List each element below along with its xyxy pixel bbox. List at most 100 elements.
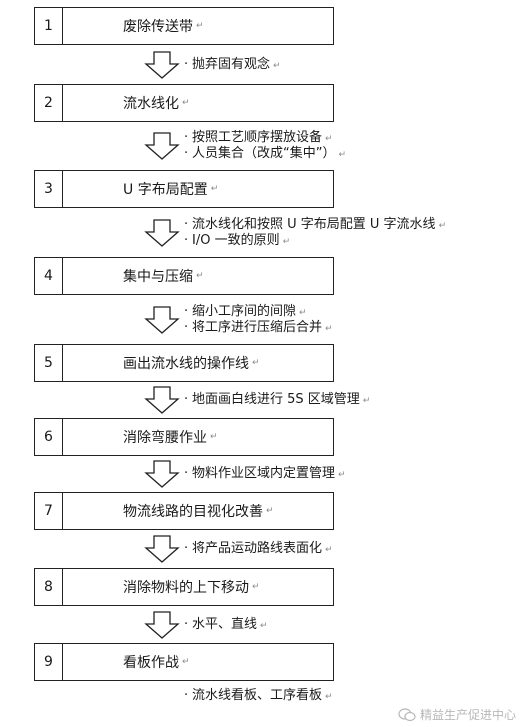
step-note: ·将工序进行压缩后合并↵ [184, 320, 333, 337]
step-note-text: 地面画白线进行 5S 区域管理 [192, 392, 360, 407]
step-number: 8 [35, 569, 63, 605]
step-box-9: 9 看板作战↵ [34, 643, 334, 681]
step-title: 废除传送带↵ [123, 8, 204, 44]
paragraph-mark: ↵ [252, 358, 260, 368]
step-number: 4 [35, 258, 63, 294]
down-arrow-icon [144, 460, 180, 488]
step-title: 物流线路的目视化改善↵ [123, 493, 274, 529]
bullet-dot: · [184, 232, 189, 248]
step-note: ·物料作业区域内定置管理↵ [184, 466, 346, 483]
bullet-dot: · [184, 616, 189, 632]
paragraph-mark: ↵ [210, 432, 218, 442]
step-note-text: I/O 一致的原则 [192, 232, 280, 248]
paragraph-mark: ↵ [299, 307, 307, 318]
step-title-text: 消除物料的上下移动 [123, 580, 249, 596]
step-note-text: 将产品运动路线表面化 [192, 541, 323, 556]
step-title: 消除弯腰作业↵ [123, 419, 218, 455]
step-title-text: U 字布局配置 [123, 182, 208, 198]
step-number: 2 [35, 85, 63, 121]
step-title-text: 消除弯腰作业 [123, 430, 207, 446]
bullet-dot: · [184, 216, 189, 232]
paragraph-mark: ↵ [266, 506, 274, 516]
paragraph-mark: ↵ [260, 620, 268, 631]
paragraph-mark: ↵ [325, 545, 333, 555]
paragraph-mark: ↵ [362, 396, 371, 406]
paragraph-mark: ↵ [438, 220, 447, 231]
paragraph-mark: ↵ [325, 134, 333, 144]
step-number: 7 [35, 493, 63, 529]
step-box-5: 5 画出流水线的操作线↵ [34, 344, 334, 382]
step-note: ·人员集合（改成“集中”）↵ [184, 146, 346, 163]
step-title-text: 废除传送带 [123, 19, 193, 35]
step-note: ·按照工艺顺序摆放设备↵ [184, 130, 333, 147]
down-arrow-icon [144, 132, 180, 160]
step-title-text: 看板作战 [123, 655, 179, 671]
step-note: ·缩小工序间的间隙↵ [184, 304, 307, 321]
paragraph-mark: ↵ [282, 236, 291, 247]
watermark-text: 精益生产促进中心 [419, 708, 516, 722]
paragraph-mark: ↵ [338, 150, 347, 160]
step-number: 1 [35, 8, 63, 44]
step-note: ·I/O 一致的原则↵ [184, 233, 290, 250]
step-title-text: 集中与压缩 [123, 269, 193, 285]
step-box-2: 2 流水线化↵ [34, 84, 334, 122]
step-box-7: 7 物流线路的目视化改善↵ [34, 492, 334, 530]
step-title: 画出流水线的操作线↵ [123, 345, 260, 381]
step-number: 5 [35, 345, 63, 381]
bullet-dot: · [184, 56, 189, 72]
bullet-dot: · [184, 541, 189, 556]
step-title: 消除物料的上下移动↵ [123, 569, 260, 605]
paragraph-mark: ↵ [196, 21, 204, 31]
step-box-3: 3 U 字布局配置↵ [34, 170, 334, 208]
step-note-text: 缩小工序间的间隙 [192, 303, 297, 319]
step-title-text: 物流线路的目视化改善 [123, 504, 263, 520]
bullet-dot: · [184, 392, 189, 407]
step-number: 3 [35, 171, 63, 207]
step-note: ·地面画白线进行 5S 区域管理↵ [184, 392, 370, 409]
step-box-6: 6 消除弯腰作业↵ [34, 418, 334, 456]
down-arrow-icon [144, 50, 180, 79]
step-note-text: 按照工艺顺序摆放设备 [192, 130, 323, 145]
step-note-text: 将工序进行压缩后合并 [192, 319, 323, 335]
paragraph-mark: ↵ [182, 657, 190, 667]
step-number: 9 [35, 644, 63, 680]
paragraph-mark: ↵ [196, 271, 204, 281]
bullet-dot: · [184, 319, 189, 335]
step-note-text: 流水线看板、工序看板 [192, 688, 323, 703]
step-number: 6 [35, 419, 63, 455]
step-note-text: 人员集合（改成“集中”） [192, 146, 336, 161]
step-note-text: 流水线化和按照 U 字布局配置 U 字流水线 [192, 216, 436, 232]
step-note: ·流水线化和按照 U 字布局配置 U 字流水线↵ [184, 217, 446, 234]
bullet-dot: · [184, 466, 189, 481]
down-arrow-icon [144, 386, 180, 414]
step-title: 看板作战↵ [123, 644, 190, 680]
down-arrow-icon [144, 305, 180, 334]
paragraph-mark: ↵ [273, 60, 281, 71]
bullet-dot: · [184, 146, 189, 161]
paragraph-mark: ↵ [325, 692, 333, 702]
down-arrow-icon [144, 610, 180, 639]
step-title-text: 流水线化 [123, 96, 179, 112]
watermark: 精益生产促进中心 [398, 706, 516, 723]
down-arrow-icon [144, 218, 180, 247]
bullet-dot: · [184, 303, 189, 319]
step-title: 集中与压缩↵ [123, 258, 204, 294]
step-title: U 字布局配置↵ [123, 171, 218, 207]
bullet-dot: · [184, 688, 189, 703]
paragraph-mark: ↵ [182, 98, 190, 108]
step-note-text: 水平、直线 [192, 616, 258, 632]
paragraph-mark: ↵ [338, 470, 346, 480]
down-arrow-icon [144, 535, 180, 563]
paragraph-mark: ↵ [252, 582, 260, 592]
step-note: ·抛弃固有观念↵ [184, 57, 281, 74]
step-box-1: 1 废除传送带↵ [34, 7, 334, 45]
step-title: 流水线化↵ [123, 85, 190, 121]
step-note: ·将产品运动路线表面化↵ [184, 541, 333, 558]
step-note-text: 抛弃固有观念 [192, 56, 271, 72]
step-box-4: 4 集中与压缩↵ [34, 257, 334, 295]
wechat-icon [398, 707, 416, 721]
step-note: ·水平、直线↵ [184, 617, 268, 634]
bullet-dot: · [184, 130, 189, 145]
step-note: ·流水线看板、工序看板↵ [184, 688, 333, 705]
paragraph-mark: ↵ [325, 323, 333, 334]
